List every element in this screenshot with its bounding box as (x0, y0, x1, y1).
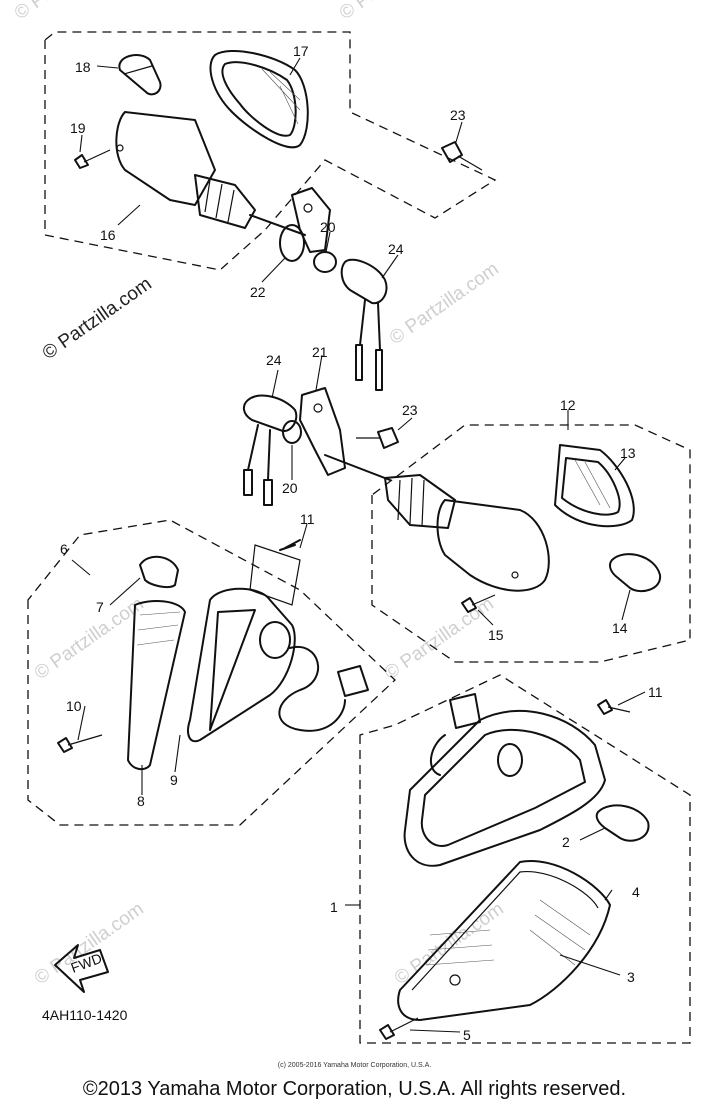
callout-8: 8 (137, 793, 145, 809)
watermark-text: © Partzilla.com (336, 0, 453, 24)
callout-20-upper: 20 (320, 219, 336, 235)
housing-12 (384, 474, 550, 592)
watermark-brand: © Partzilla.com (39, 273, 156, 364)
callout-24-upper: 24 (388, 241, 404, 257)
bulb-7 (139, 555, 179, 589)
screw-10 (57, 734, 103, 753)
bulb-14 (609, 553, 662, 593)
bracket-21 (299, 387, 346, 476)
housing-1 (403, 693, 606, 867)
nut-20-lower (282, 420, 302, 444)
watermark-text: © Partzilla.com (11, 0, 128, 24)
nut-20 (313, 251, 337, 273)
callout-17: 17 (293, 43, 309, 59)
callout-16: 16 (100, 227, 116, 243)
watermark-text: © Partzilla.com (386, 258, 503, 349)
callout-9: 9 (170, 772, 178, 788)
callout-12: 12 (560, 397, 576, 413)
screw-11-right (597, 699, 631, 715)
wire-6 (278, 645, 346, 732)
bolt-23-lower (356, 427, 399, 449)
socket-24-upper (340, 258, 388, 391)
footer-copyright: ©2013 Yamaha Motor Corporation, U.S.A. A… (82, 1078, 627, 1100)
assembly-6 (27, 519, 396, 826)
housing-9 (187, 587, 296, 743)
callout-13: 13 (620, 445, 636, 461)
fwd-arrow: FWD (54, 944, 109, 993)
watermark-text: © Partzilla.com (31, 593, 148, 684)
callout-7: 7 (96, 599, 104, 615)
callout-1: 1 (330, 899, 338, 915)
watermark-text: © Partzilla.com (31, 898, 148, 989)
callout-4: 4 (632, 884, 640, 900)
watermarks: © Partzilla.com © Partzilla.com © Partzi… (11, 0, 508, 989)
lens-17 (209, 49, 309, 149)
callout-2: 2 (562, 834, 570, 850)
bulb-18 (118, 54, 162, 96)
leader-lines (71, 57, 646, 1033)
callout-22: 22 (250, 284, 266, 300)
callout-6: 6 (60, 541, 68, 557)
callout-11-right: 11 (648, 684, 663, 700)
watermark-text: © Partzilla.com (391, 898, 508, 989)
footer-small-copyright: (c) 2005-2016 Yamaha Motor Corporation, … (277, 1062, 432, 1069)
lens-13 (554, 444, 635, 528)
callout-19: 19 (70, 120, 86, 136)
screw-11-left (279, 539, 301, 551)
callout-21: 21 (312, 344, 328, 360)
screw-5 (379, 1017, 419, 1040)
callout-3: 3 (627, 969, 635, 985)
callout-14: 14 (612, 620, 628, 636)
watermark-text: © Partzilla.com (381, 593, 498, 684)
assembly-16 (44, 31, 497, 391)
screw-19 (74, 149, 111, 169)
callout-23-upper: 23 (450, 107, 466, 123)
callout-18: 18 (75, 59, 91, 75)
callout-23-lower: 23 (402, 402, 418, 418)
diagram-code: 4AH110-1420 (42, 1007, 128, 1023)
lens-8 (127, 599, 186, 771)
assembly-12 (242, 387, 691, 663)
connector-6 (337, 665, 369, 697)
callout-24-lower: 24 (266, 352, 282, 368)
gasket-11 (249, 544, 301, 606)
housing-16 (115, 111, 306, 236)
callout-15: 15 (488, 627, 504, 643)
screw-15 (461, 594, 496, 613)
callout-5: 5 (463, 1027, 471, 1043)
bolt-23-upper (441, 141, 483, 171)
stem (324, 454, 391, 481)
washer-22 (279, 224, 305, 262)
callout-20-lower: 20 (282, 480, 298, 496)
callouts: 18 17 19 16 23 20 24 22 24 21 23 20 12 1… (42, 43, 663, 1043)
socket-24-lower (242, 394, 298, 506)
assembly-1: FWD (54, 674, 691, 1044)
callout-10: 10 (66, 698, 82, 714)
callout-11-left: 11 (300, 511, 315, 527)
lens-3 (397, 859, 611, 1021)
bulb-2 (595, 804, 650, 842)
